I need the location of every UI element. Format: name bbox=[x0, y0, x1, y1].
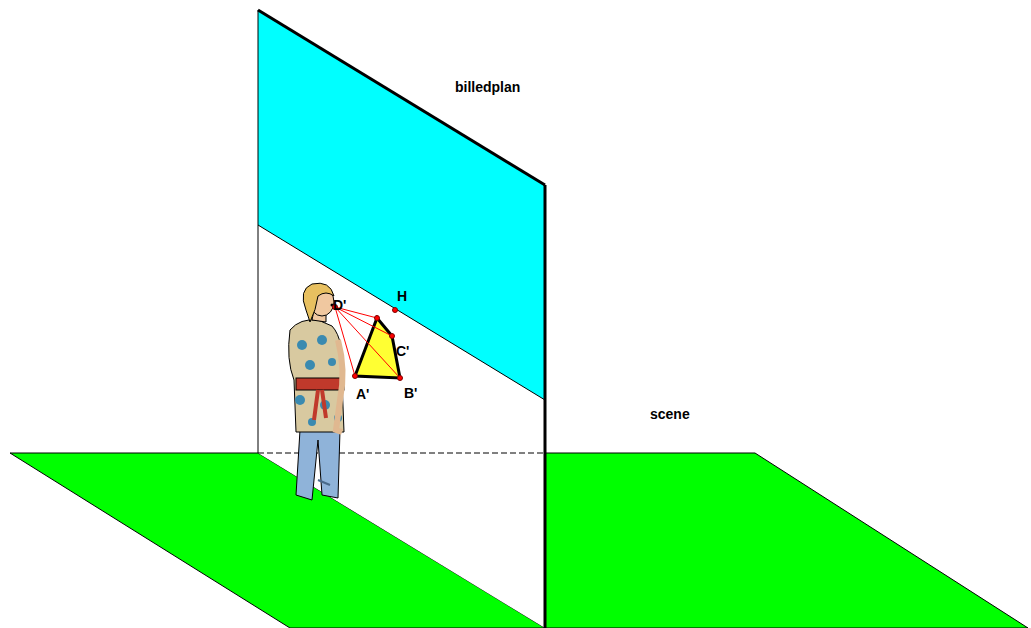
image-quadrilateral bbox=[355, 318, 400, 378]
vertex-points bbox=[333, 305, 403, 381]
point-label: D' bbox=[333, 298, 346, 312]
point-label: B' bbox=[404, 386, 417, 400]
plane-sky bbox=[258, 10, 545, 400]
point-label: A' bbox=[356, 387, 369, 401]
point-label: H bbox=[397, 289, 407, 303]
plane-label: billedplan bbox=[455, 80, 520, 94]
plane-top bbox=[258, 10, 545, 185]
plane-front-edge bbox=[544, 185, 547, 628]
woman-figure bbox=[289, 283, 344, 500]
plane-edge bbox=[258, 10, 259, 453]
point-label: C' bbox=[396, 344, 409, 358]
scene-label: scene bbox=[650, 407, 690, 421]
ground-scene bbox=[545, 453, 1028, 628]
sight-lines bbox=[335, 307, 400, 378]
